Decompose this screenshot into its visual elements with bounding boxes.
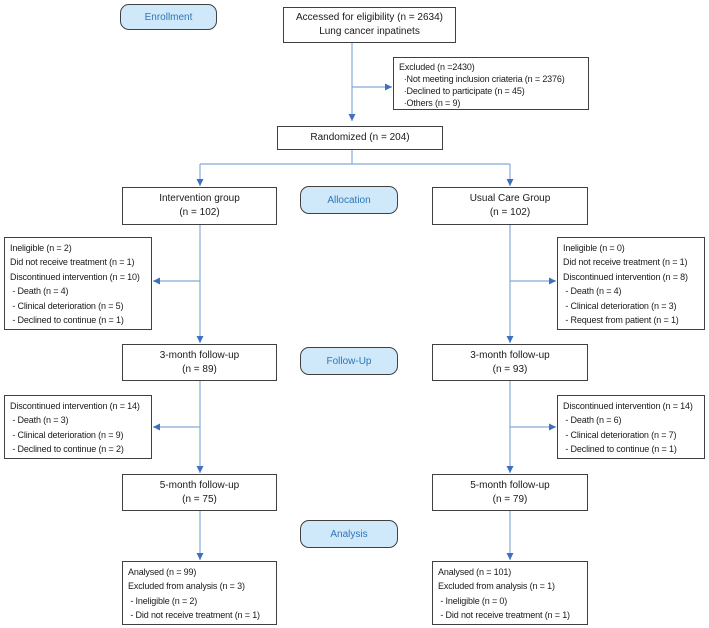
box-line: (n = 102) [179,207,220,218]
box-randomized: Randomized (n = 204) [277,126,443,150]
box-line: - Did not receive treatment (n = 1) [438,610,570,621]
box-line: Discontinued intervention (n = 14) [563,401,693,411]
box-line: (n = 75) [182,493,217,505]
box-line: - Death (n = 4) [563,286,622,297]
stage-label-enrollment: Enrollment [120,4,217,30]
box-line: Excluded (n =2430) [399,62,475,72]
box-line: Discontinued intervention (n = 10) [10,271,140,282]
box-intervention-group: Intervention group (n = 102) [122,187,277,225]
box-line: - Clinical deterioration (n = 7) [563,429,677,440]
box-line: 5-month follow-up [470,479,550,491]
box-usual-care-dropout-2: Discontinued intervention (n = 14) - Dea… [557,395,705,459]
box-usual-care-dropout-1: Ineligible (n = 0) Did not receive treat… [557,237,705,330]
stage-label-text: Follow-Up [326,355,372,367]
box-line: Analysed (n = 101) [438,567,512,577]
box-line: (n = 102) [489,207,531,218]
box-line: - Death (n = 4) [10,286,69,297]
box-line: ·Declined to participate (n = 45) [399,86,525,97]
box-line: Ineligible (n = 0) [563,243,625,253]
box-line: ·Others (n = 9) [399,98,461,109]
stage-label-follow-up: Follow-Up [300,347,398,375]
box-line: (n = 79) [492,493,528,505]
box-excluded: Excluded (n =2430) ·Not meeting inclusio… [393,57,589,110]
box-line: - Clinical deterioration (n = 3) [563,300,677,311]
box-followup3-usual-care: 3-month follow-up (n = 93) [432,344,588,381]
box-line: (n = 89) [182,363,217,375]
box-line: Did not receive treatment (n = 1) [10,257,135,268]
box-line: Lung cancer inpatinets [319,26,420,37]
box-line: - Death (n = 3) [10,415,69,426]
box-line: - Death (n = 6) [563,415,622,426]
box-line: - Clinical deterioration (n = 9) [10,429,124,440]
box-line: Excluded from analysis (n = 1) [438,581,555,592]
box-line: ·Not meeting inclusion criateria (n = 23… [399,74,565,85]
box-line: - Ineligible (n = 2) [128,595,198,606]
stage-label-analysis: Analysis [300,520,398,548]
box-line: 5-month follow-up [159,479,240,491]
box-line: Usual Care Group [469,193,551,204]
stage-label-text: Analysis [330,528,368,540]
box-intervention-dropout-2: Discontinued intervention (n = 14) - Dea… [4,395,152,459]
box-line: - Request from patient (n = 1) [563,315,679,326]
box-line: - Declined to continue (n = 1) [10,315,124,326]
box-line: Excluded from analysis (n = 3) [128,581,245,592]
box-line: Analysed (n = 99) [128,567,197,577]
stage-label-text: Enrollment [144,11,193,23]
box-line: - Declined to continue (n = 1) [563,444,677,455]
stage-label-text: Allocation [327,194,371,206]
box-followup5-intervention: 5-month follow-up (n = 75) [122,474,277,511]
box-followup3-intervention: 3-month follow-up (n = 89) [122,344,277,381]
box-intervention-dropout-1: Ineligible (n = 2) Did not receive treat… [4,237,152,330]
box-line: (n = 93) [492,363,528,375]
box-line: 3-month follow-up [470,349,550,361]
box-line: 3-month follow-up [159,349,240,361]
stage-label-allocation: Allocation [300,186,398,214]
box-line: Discontinued intervention (n = 14) [10,401,140,411]
box-eligibility: Accessed for eligibility (n = 2634) Lung… [283,7,456,43]
box-line: Accessed for eligibility (n = 2634) [295,12,444,23]
box-line: - Ineligible (n = 0) [438,595,508,606]
box-line: Ineligible (n = 2) [10,243,72,253]
box-analysed-intervention: Analysed (n = 99) Excluded from analysis… [122,561,277,625]
box-line: - Declined to continue (n = 2) [10,444,124,455]
box-line: Randomized (n = 204) [310,132,410,143]
box-line: Discontinued intervention (n = 8) [563,271,688,282]
box-followup5-usual-care: 5-month follow-up (n = 79) [432,474,588,511]
box-line: - Clinical deterioration (n = 5) [10,300,124,311]
box-line: - Did not receive treatment (n = 1) [128,610,260,621]
box-line: Did not receive treatment (n = 1) [563,257,688,268]
box-analysed-usual-care: Analysed (n = 101) Excluded from analysi… [432,561,588,625]
box-usual-care-group: Usual Care Group (n = 102) [432,187,588,225]
box-line: Intervention group [159,193,240,204]
